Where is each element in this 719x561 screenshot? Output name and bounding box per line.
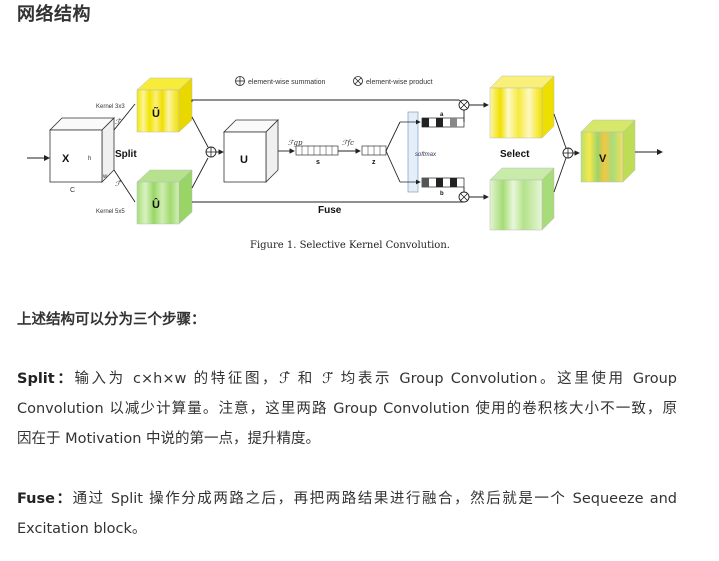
label-x: X	[62, 153, 70, 165]
legend-product: element-wise product	[353, 76, 433, 86]
sum-node-2	[562, 147, 574, 159]
label-u: U	[240, 154, 248, 166]
label-c: C	[70, 187, 75, 194]
label-b: b	[440, 191, 444, 197]
fuse-term: Fuse：	[17, 491, 73, 507]
fuse-paragraph: Fuse：通过 Split 操作分成两路之后，再把两路结果进行融合，然后就是一个…	[17, 484, 677, 544]
label-z: z	[372, 159, 376, 166]
page-title: 网络结构	[17, 4, 91, 25]
intro-text: 上述结构可以分为三个步骤：	[17, 312, 206, 328]
vector-s	[295, 145, 339, 156]
select-label: Select	[500, 149, 530, 160]
sk-convolution-figure: element-wise summation element-wise prod…	[27, 75, 663, 251]
legend-sum: element-wise summation	[235, 76, 326, 86]
split-line-3: 因在于 Motivation 中说的第一点，提升精度。	[17, 431, 321, 447]
svg-text:element-wise summation: element-wise summation	[248, 79, 326, 86]
split-line-2: Convolution 以减少计算量。注意，这里两路 Group Convolu…	[17, 401, 677, 417]
fuse-line-2: Excitation block。	[17, 521, 147, 537]
label-s: s	[316, 159, 320, 166]
cube-selected-bottom	[489, 167, 555, 231]
label-u-tilde: Ũ	[152, 107, 160, 120]
cube-x	[49, 117, 115, 183]
softmax-panel	[407, 111, 419, 193]
label-u-hat: Û	[152, 198, 160, 211]
label-v: V	[599, 153, 607, 165]
vector-z	[361, 145, 387, 156]
cube-u	[223, 119, 279, 183]
kernel-5x5-label: Kernel 5x5	[96, 209, 125, 215]
f-fc-label: ℱfc	[342, 139, 354, 147]
label-h: h	[88, 156, 91, 162]
split-label: Split	[115, 149, 137, 160]
cube-u-tilde	[136, 77, 193, 133]
product-node-bottom	[458, 191, 470, 203]
vector-a	[400, 117, 465, 128]
vector-b	[400, 177, 465, 188]
cube-u-hat	[136, 169, 193, 225]
f-gp-label: ℱgp	[288, 139, 303, 147]
cube-selected-top	[489, 75, 555, 139]
figure-caption: Figure 1. Selective Kernel Convolution.	[250, 240, 450, 251]
label-a: a	[440, 112, 444, 118]
f-hat-label: ℱ̂	[115, 180, 122, 188]
split-term: Split：	[17, 371, 75, 387]
svg-text:element-wise product: element-wise product	[366, 79, 433, 86]
split-line-1: 输入为 c×h×w 的特征图，ℱ̂ 和 ℱ̃ 均表示 Group Convolu…	[74, 371, 677, 387]
cube-v	[580, 119, 636, 183]
product-node-top	[458, 99, 470, 111]
softmax-label: softmax	[415, 152, 437, 158]
fuse-label: Fuse	[318, 205, 342, 216]
split-paragraph: Split：输入为 c×h×w 的特征图，ℱ̂ 和 ℱ̃ 均表示 Group C…	[17, 364, 677, 454]
fuse-line-1: 通过 Split 操作分成两路之后，再把两路结果进行融合，然后就是一个 Sequ…	[72, 491, 677, 507]
f-tilde-label: ℱ̃	[115, 118, 122, 126]
label-w: w	[102, 174, 108, 180]
kernel-3x3-label: Kernel 3x3	[96, 104, 125, 110]
